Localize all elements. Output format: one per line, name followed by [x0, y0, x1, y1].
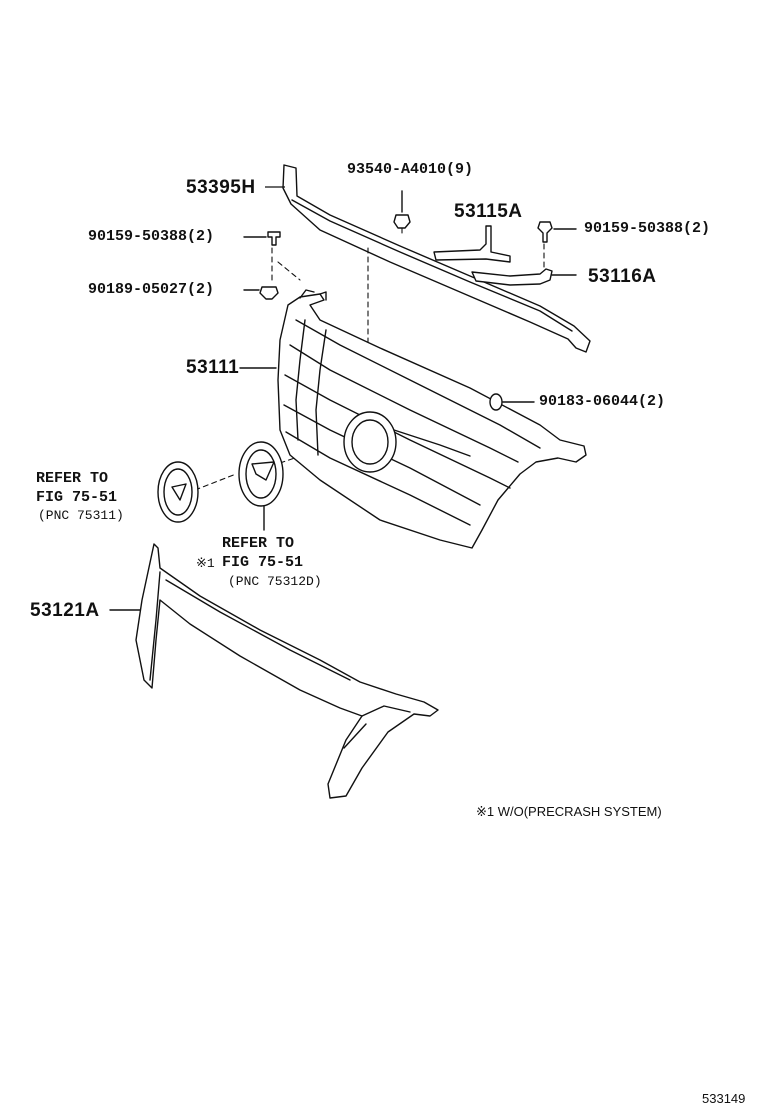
label-53121a: 53121A	[30, 600, 100, 621]
label-90183: 90183-06044(2)	[539, 393, 666, 410]
refer-center-line2: FIG 75-51	[222, 554, 304, 571]
refer-center-line1: REFER TO	[222, 535, 295, 552]
screw-90159-right	[537, 221, 577, 243]
upper-seal-strip-53395h	[282, 164, 591, 353]
refer-left-line2: FIG 75-51	[36, 489, 118, 506]
refer-left-line3: (PNC 75311)	[38, 508, 124, 523]
clip-90189	[243, 286, 279, 300]
bracket-53116a	[471, 268, 577, 286]
nut-90183	[489, 393, 535, 411]
label-90189: 90189-05027(2)	[88, 281, 215, 298]
label-53116a: 53116A	[588, 266, 657, 287]
refer-center-line3: (PNC 75312D)	[228, 574, 322, 589]
emblem-left	[157, 461, 199, 523]
label-53395h: 53395H	[186, 177, 256, 198]
label-93540: 93540-A4010(9)	[347, 161, 474, 178]
radiator-grille-53111	[239, 289, 587, 549]
refer-center-mark: ※1	[196, 556, 215, 571]
bracket-53115a	[433, 225, 511, 263]
label-53115a: 53115A	[454, 201, 523, 222]
clip-93540	[393, 190, 411, 229]
footnote: ※1 W/O(PRECRASH SYSTEM)	[476, 804, 662, 819]
label-90159-left: 90159-50388(2)	[88, 228, 215, 245]
refer-left-line1: REFER TO	[36, 470, 109, 487]
screw-90159-left	[243, 231, 281, 246]
diagram-id: 533149	[702, 1091, 746, 1106]
label-90159-right: 90159-50388(2)	[584, 220, 711, 237]
label-53111: 53111	[186, 357, 240, 378]
grille-surround-molding-53121a	[109, 543, 439, 799]
emblem-center	[238, 441, 284, 531]
